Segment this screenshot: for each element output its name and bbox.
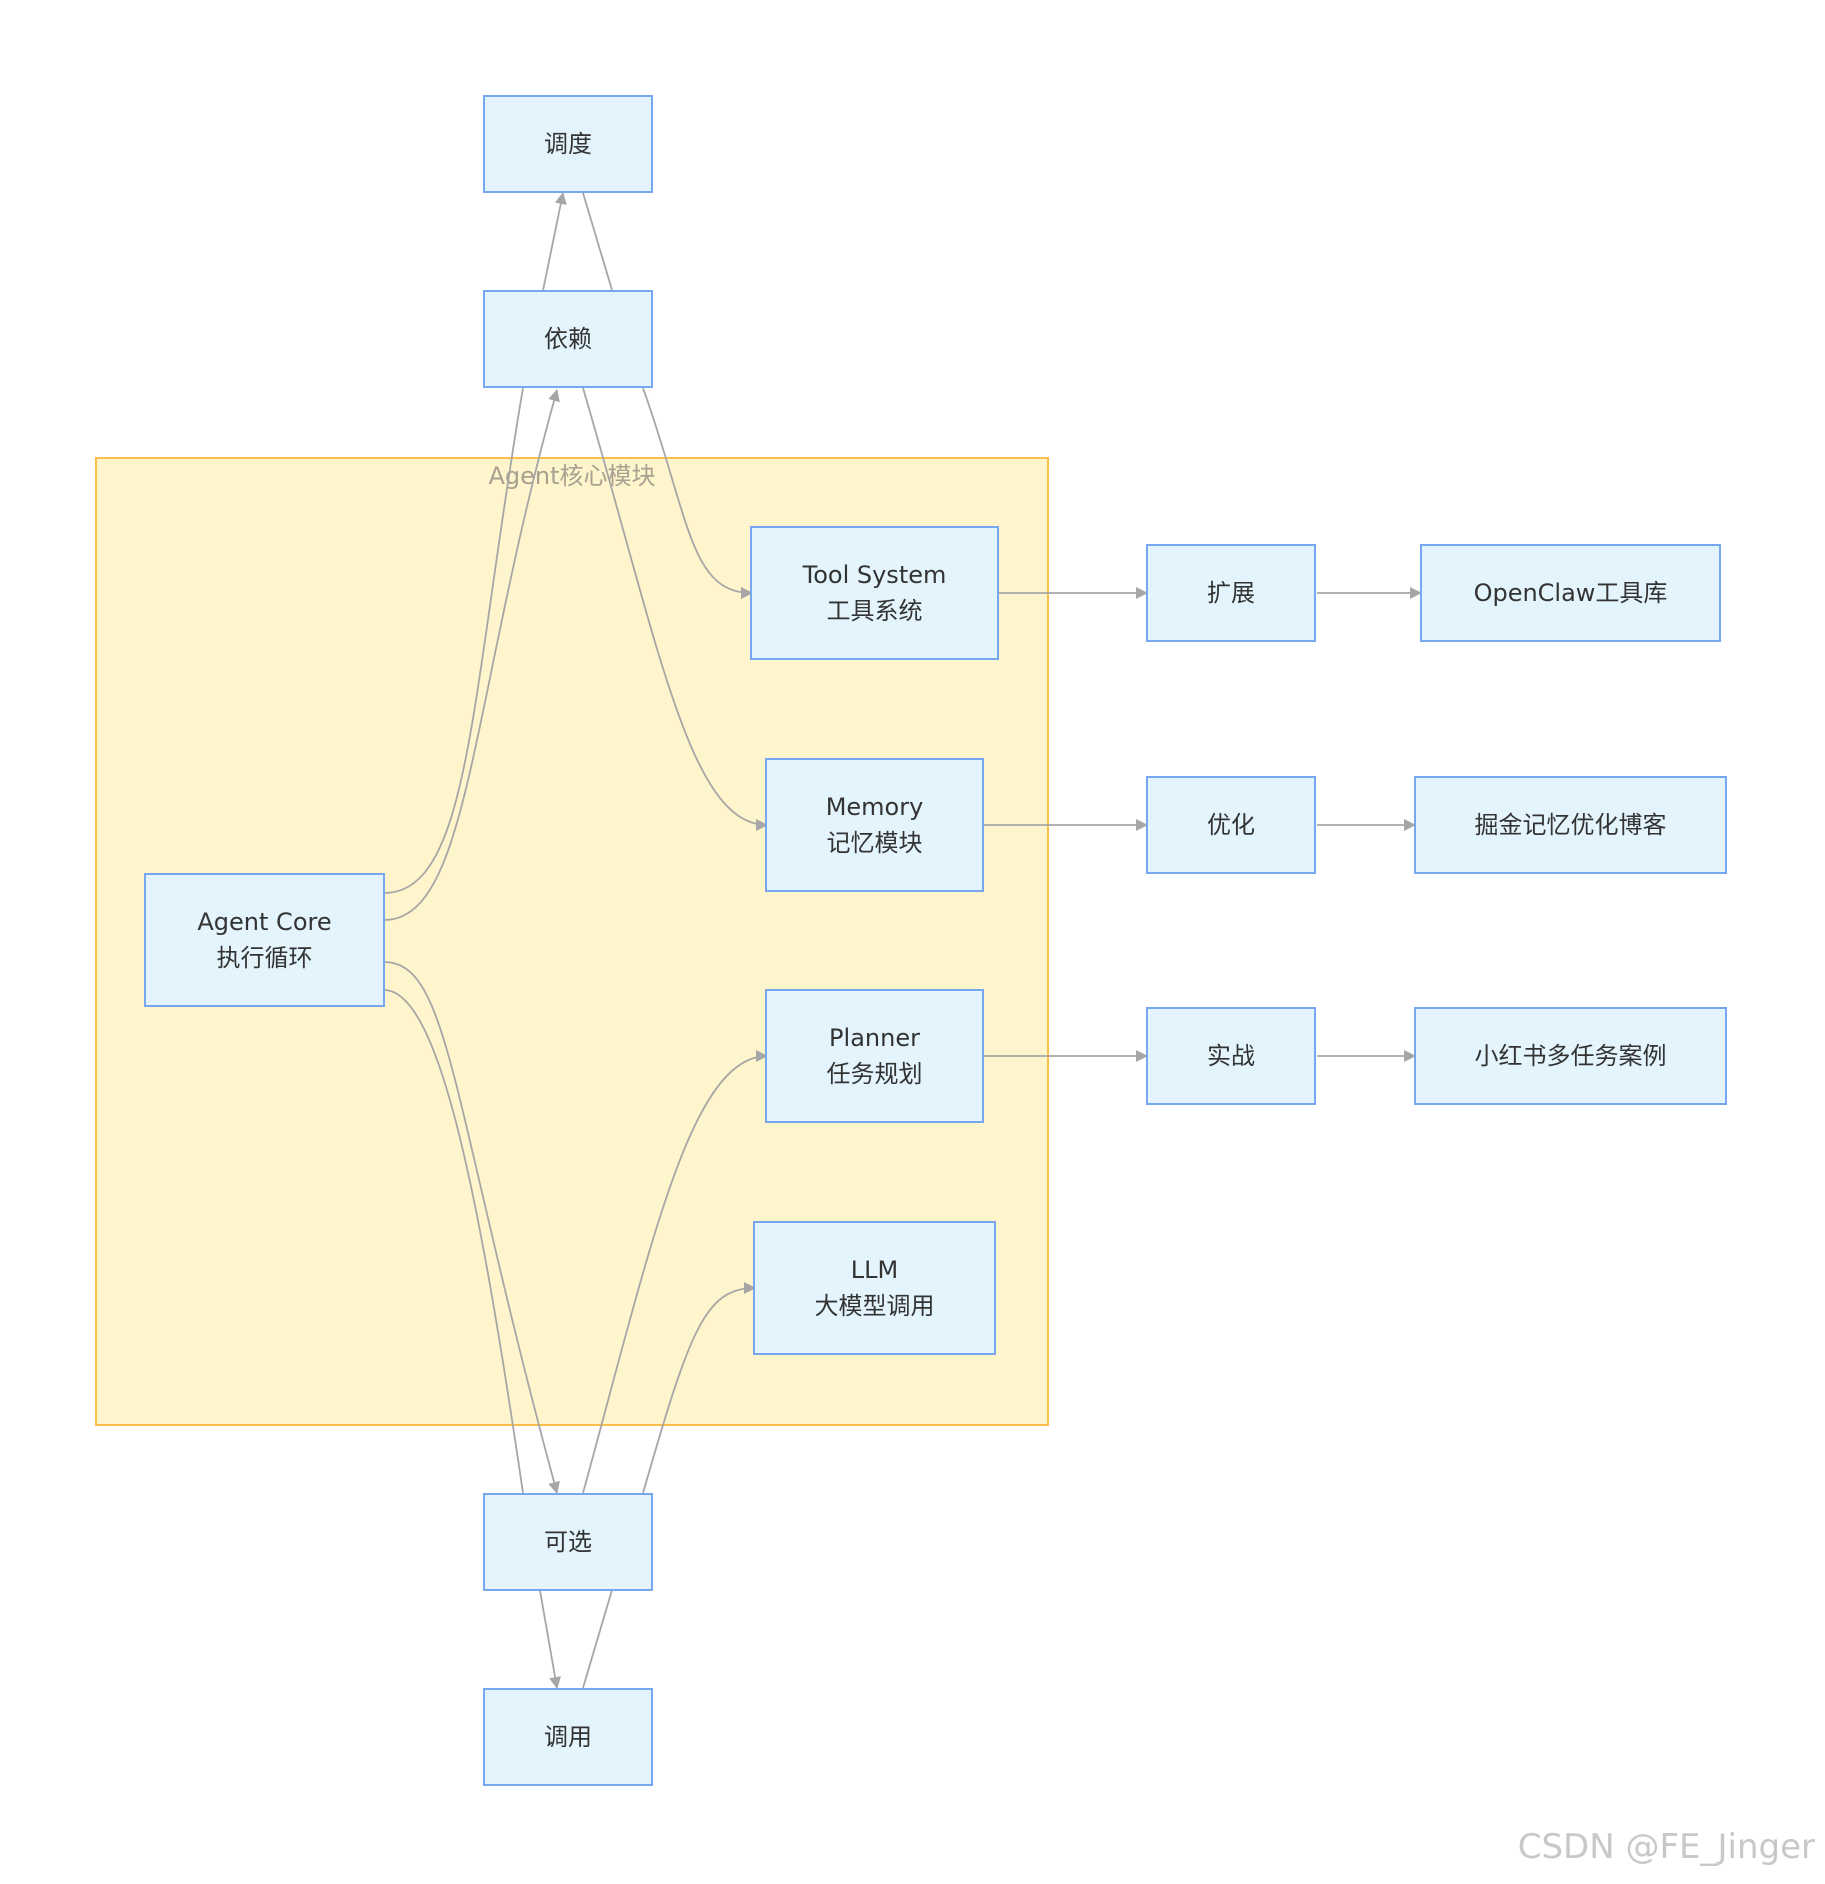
node-depend: 依赖 xyxy=(483,290,653,388)
node-label-line: 调用 xyxy=(544,1723,592,1751)
node-box xyxy=(144,873,385,1007)
node-label-line: 工具系统 xyxy=(827,597,923,625)
node-label-line: 扩展 xyxy=(1207,579,1255,607)
edge-depend-memory xyxy=(582,387,768,831)
node-label-line: Tool System xyxy=(802,561,947,589)
watermark: CSDN @FE_Jinger xyxy=(1518,1827,1815,1867)
node-box xyxy=(483,95,653,193)
node-box xyxy=(483,290,653,388)
node-box xyxy=(1146,544,1316,642)
node-box xyxy=(765,989,984,1123)
edge-agentcore-dispatch xyxy=(383,192,567,894)
node-box xyxy=(1414,1007,1727,1105)
nodes: 调度 依赖 Agent Core 执行循环 Tool System 工具系统 Mem… xyxy=(144,95,1727,1786)
edge-dispatch-depend-tail xyxy=(582,192,613,291)
node-extend: 扩展 xyxy=(1146,544,1316,642)
node-label-line: Agent Core xyxy=(197,908,331,936)
node-label-line: OpenClaw工具库 xyxy=(1474,579,1668,607)
node-box xyxy=(1146,1007,1316,1105)
node-label-line: 小红书多任务案例 xyxy=(1475,1042,1667,1070)
node-dispatch: 调度 xyxy=(483,95,653,193)
node-label-line: 优化 xyxy=(1207,811,1255,839)
node-llm: LLM 大模型调用 xyxy=(753,1221,996,1355)
node-label-line: 可选 xyxy=(544,1528,592,1556)
edge-invoke-optional-tail xyxy=(582,1589,613,1689)
node-optimize: 优化 xyxy=(1146,776,1316,874)
node-optional: 可选 xyxy=(483,1493,653,1591)
node-invoke: 调用 xyxy=(483,1688,653,1786)
node-juejin: 掘金记忆优化博客 xyxy=(1414,776,1727,874)
node-label-line: 大模型调用 xyxy=(815,1292,935,1320)
node-label-line: LLM xyxy=(851,1256,898,1284)
edge-agentcore-depend xyxy=(383,389,560,921)
node-label-line: 掘金记忆优化博客 xyxy=(1475,811,1667,839)
node-box xyxy=(1420,544,1721,642)
node-label-line: Memory xyxy=(826,793,924,821)
edge-agentcore-invoke xyxy=(383,989,562,1689)
node-box xyxy=(765,758,984,892)
edges xyxy=(383,192,1422,1689)
node-label-line: 依赖 xyxy=(544,325,592,353)
node-label-line: Planner xyxy=(829,1024,920,1052)
node-box xyxy=(483,1493,653,1591)
node-box xyxy=(753,1221,996,1355)
node-label-line: 调度 xyxy=(544,130,592,158)
node-label-line: 记忆模块 xyxy=(827,829,923,857)
edge-optional-planner xyxy=(582,1050,768,1494)
node-label-line: 实战 xyxy=(1207,1042,1255,1070)
node-label-line: 执行循环 xyxy=(217,944,313,972)
node-practice: 实战 xyxy=(1146,1007,1316,1105)
node-box xyxy=(1414,776,1727,874)
node-box xyxy=(483,1688,653,1786)
edge-optional-llm xyxy=(642,1282,756,1494)
node-planner: Planner 任务规划 xyxy=(765,989,984,1123)
node-tool-system: Tool System 工具系统 xyxy=(750,526,999,660)
node-box xyxy=(1146,776,1316,874)
node-memory: Memory 记忆模块 xyxy=(765,758,984,892)
node-agent-core: Agent Core 执行循环 xyxy=(144,873,385,1007)
node-xiaohongshu: 小红书多任务案例 xyxy=(1414,1007,1727,1105)
edge-agentcore-optional xyxy=(383,961,560,1494)
edge-depend-toolsystem xyxy=(642,387,753,599)
node-box xyxy=(750,526,999,660)
cluster-title: Agent核心模块 xyxy=(488,462,655,490)
node-label-line: 任务规划 xyxy=(827,1060,923,1088)
node-openclaw: OpenClaw工具库 xyxy=(1420,544,1721,642)
